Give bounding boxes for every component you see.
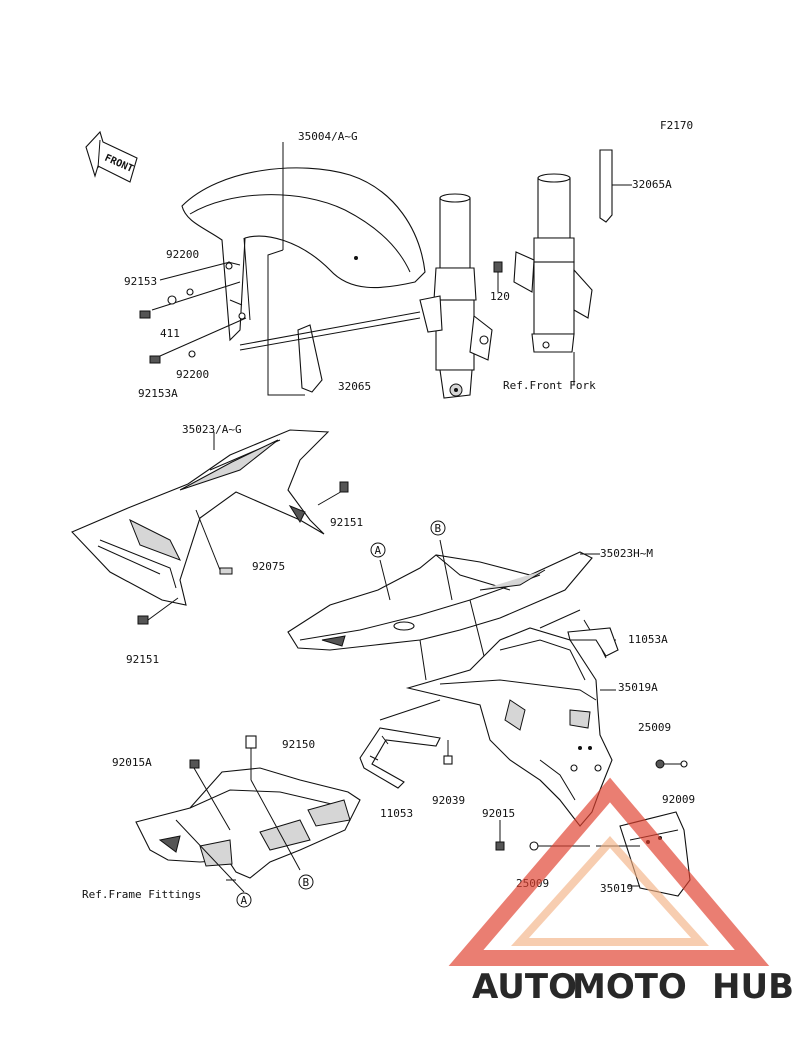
front-fender-drawing <box>181 167 426 342</box>
bolt-120 <box>493 261 503 292</box>
bracket-11053A <box>567 619 619 659</box>
callout-a-top: A <box>370 542 386 558</box>
right-fork-drawing <box>513 173 593 353</box>
fender-brace-bracket <box>239 311 421 393</box>
fender-cover-leaders <box>137 432 349 625</box>
label-35023H: 35023H~M <box>600 547 653 560</box>
part-labels: 35004/A~G 32065A 92200 92153 120 411 922… <box>82 130 695 901</box>
label-ref-front-fork: Ref.Front Fork <box>503 379 596 392</box>
label-92039: 92039 <box>432 794 465 807</box>
svg-text:B: B <box>303 876 310 889</box>
rear-fender-drawing <box>405 627 613 827</box>
label-92200-bottom: 92200 <box>176 368 209 381</box>
fender-bolts <box>139 262 246 364</box>
label-92150: 92150 <box>282 738 315 751</box>
callout-a-bottom: A <box>236 892 252 908</box>
svg-text:A: A <box>241 894 248 907</box>
under-tail-cover-drawing <box>287 551 593 651</box>
rear-small-hardware <box>495 759 688 851</box>
label-92153A: 92153A <box>138 387 178 400</box>
label-11053: 11053 <box>380 807 413 820</box>
label-92151-top: 92151 <box>330 516 363 529</box>
figure-code: F2170 <box>660 119 693 132</box>
bracket-11053 <box>359 727 441 789</box>
undertray-leaders <box>175 735 301 893</box>
label-11053A: 11053A <box>628 633 668 646</box>
label-35019: 35019 <box>600 882 633 895</box>
svg-text:B: B <box>435 522 442 535</box>
label-ref-frame-fittings: Ref.Frame Fittings <box>82 888 201 901</box>
watermark-moto: MOTO <box>572 967 687 1007</box>
label-35004: 35004/A~G <box>298 130 358 143</box>
callout-b-top: B <box>430 520 446 536</box>
watermark-logo: AUTO MOTO HUB <box>448 777 794 1007</box>
watermark-triangle-icon <box>448 777 770 966</box>
front-arrow-icon: FRONT <box>85 130 138 183</box>
label-35023: 35023/A~G <box>182 423 242 436</box>
watermark-hub: HUB <box>712 967 794 1007</box>
fork-bracket-32065A <box>599 149 632 223</box>
fender-leader-lines <box>151 142 305 396</box>
label-25009-right: 25009 <box>638 721 671 734</box>
label-32065A: 32065A <box>632 178 672 191</box>
label-120: 120 <box>490 290 510 303</box>
label-411: 411 <box>160 327 180 340</box>
undertray-drawing <box>135 767 361 879</box>
label-92153: 92153 <box>124 275 157 288</box>
label-35019A: 35019A <box>618 681 658 694</box>
watermark-auto: AUTO <box>472 967 577 1007</box>
fender-cover-drawing <box>71 429 330 606</box>
label-92200-top: 92200 <box>166 248 199 261</box>
callout-b-bottom: B <box>298 874 314 890</box>
label-92009: 92009 <box>662 793 695 806</box>
left-fork-drawing <box>419 193 493 399</box>
label-32065: 32065 <box>338 380 371 393</box>
clip-92039 <box>443 740 453 765</box>
label-92015: 92015 <box>482 807 515 820</box>
label-92075: 92075 <box>252 560 285 573</box>
label-92151-bottom: 92151 <box>126 653 159 666</box>
svg-text:A: A <box>375 544 382 557</box>
label-92015A: 92015A <box>112 756 152 769</box>
